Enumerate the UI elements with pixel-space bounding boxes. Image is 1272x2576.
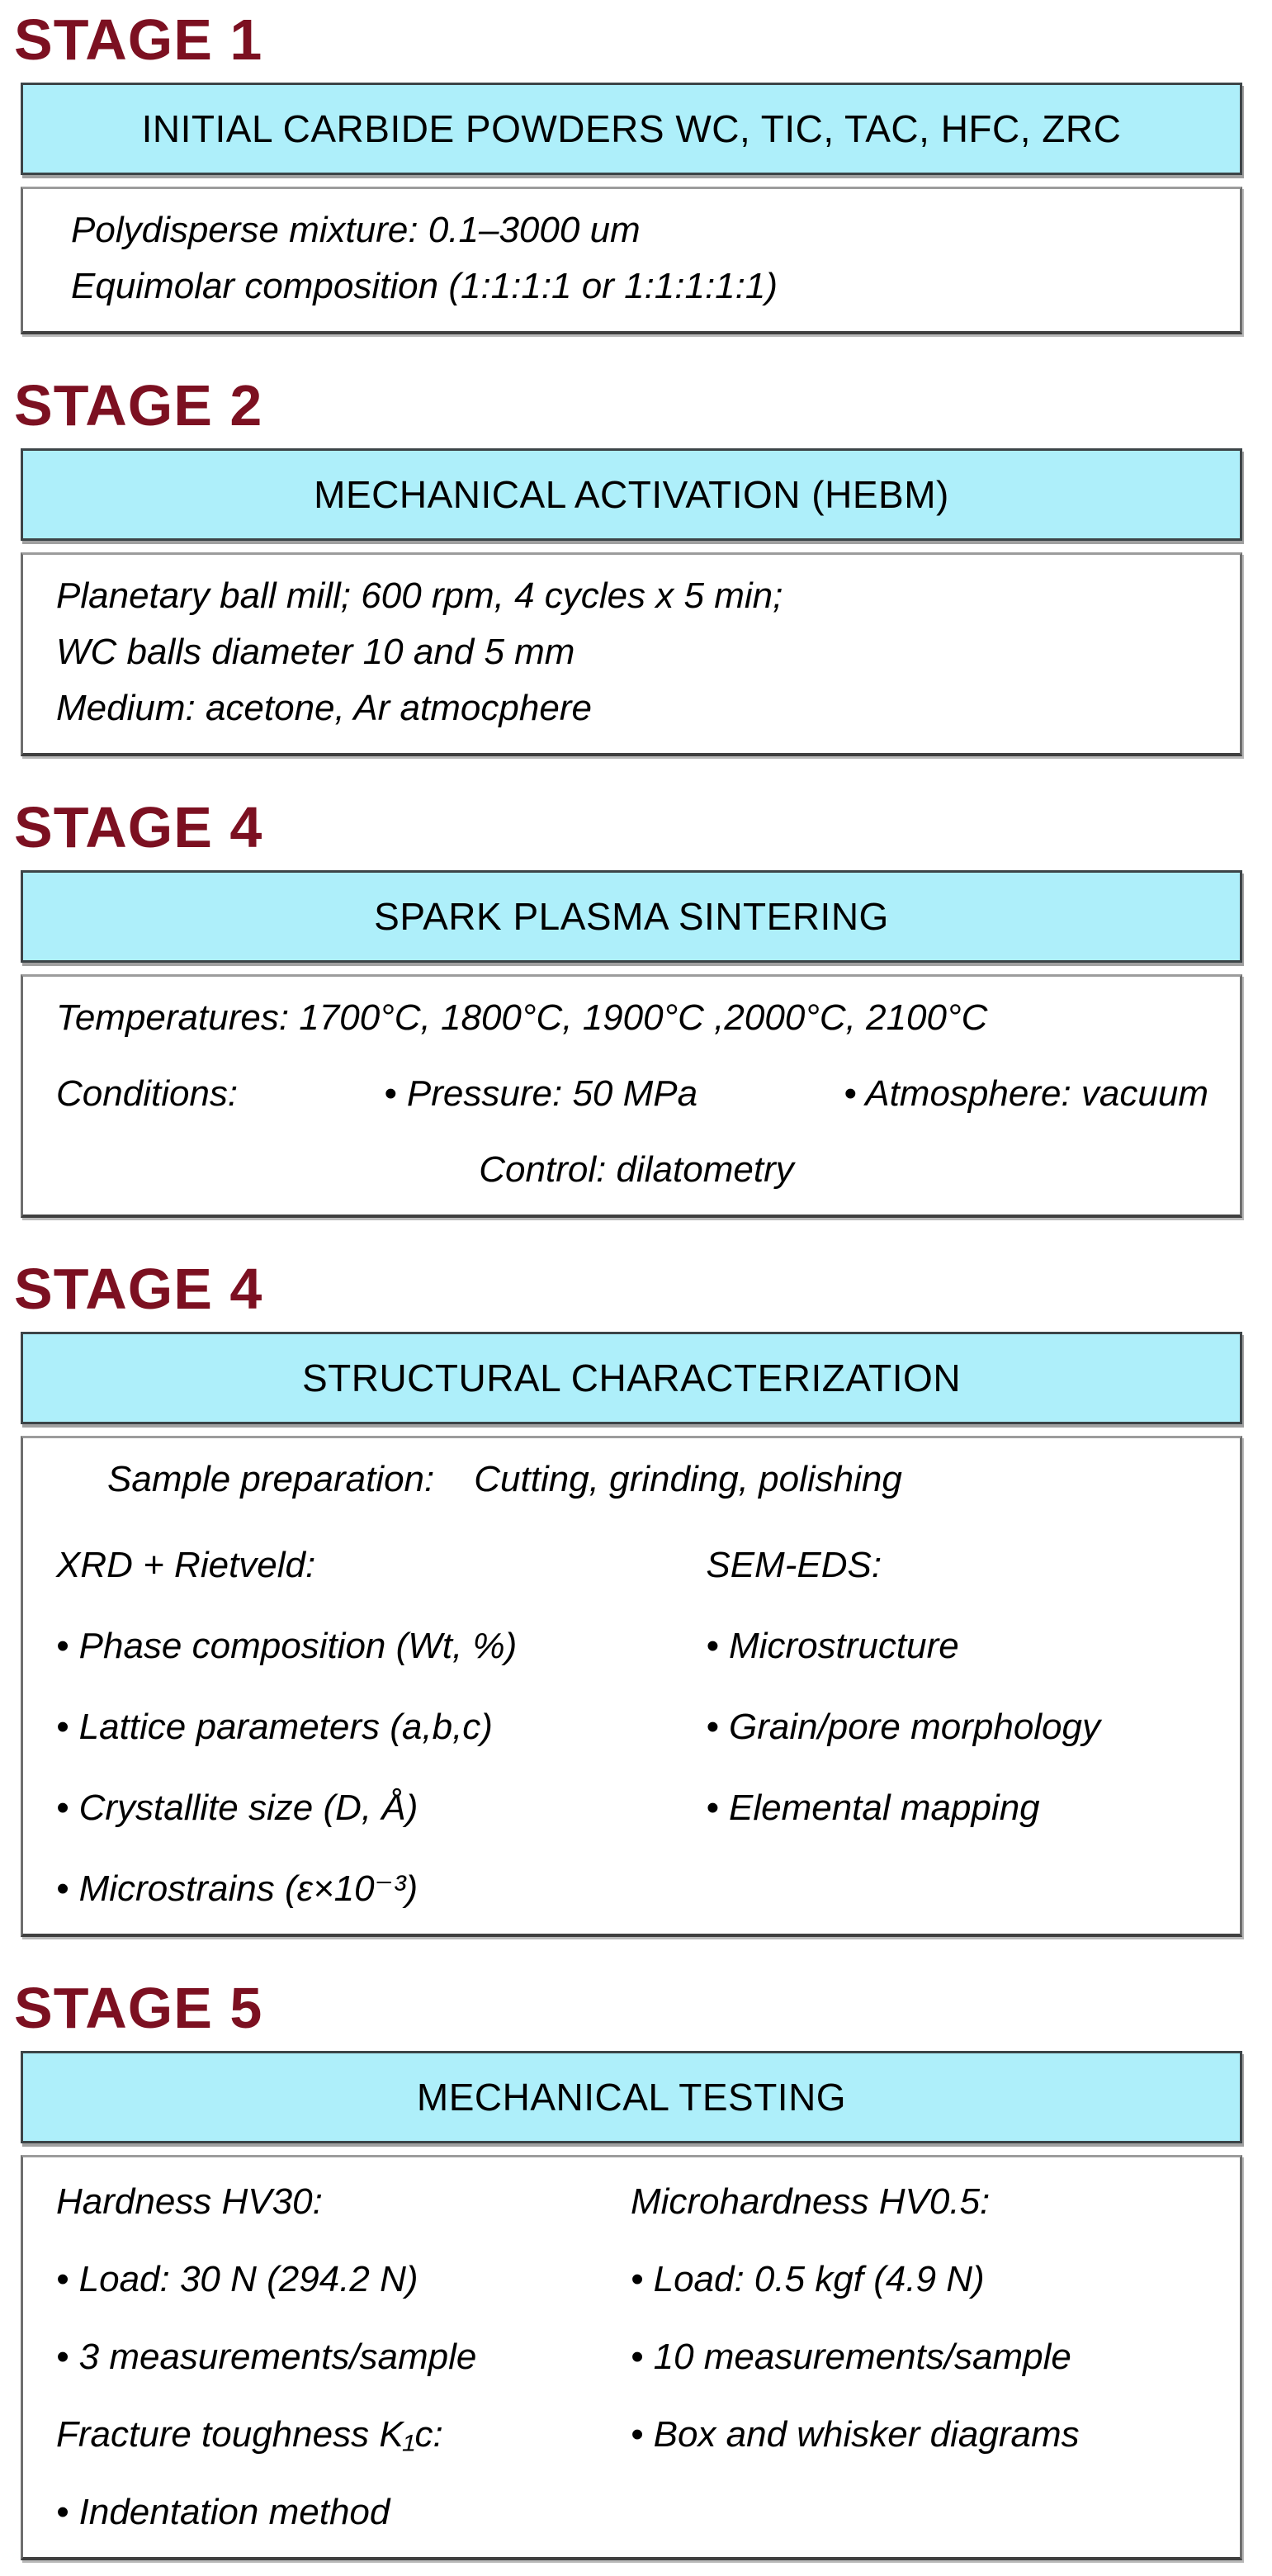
column-item: • Microstrains (ε×10⁻³) xyxy=(56,1868,418,1909)
column-item: • Load: 0.5 kgf (4.9 N) xyxy=(630,2259,985,2299)
column-item: • Crystallite size (D, Å) xyxy=(56,1788,418,1828)
conditions-row: Conditions: • Pressure: 50 MPa • Atmosph… xyxy=(56,1066,1217,1122)
stage-1-header-label: INITIAL CARBIDE POWDERS WC, TIC, TAC, HF… xyxy=(141,107,1122,150)
column-item: • Indentation method xyxy=(56,2492,390,2532)
sem-eds-column-title: SEM-EDS: xyxy=(706,1545,882,1585)
body-line: Polydisperse mixture: 0.1–3000 um xyxy=(71,210,641,250)
column-item: • Load: 30 N (294.2 N) xyxy=(56,2259,418,2299)
stage-1-body-box: Polydisperse mixture: 0.1–3000 um Equimo… xyxy=(21,187,1242,334)
column-item: • Lattice parameters (a,b,c) xyxy=(56,1707,493,1747)
column-item: • Phase composition (Wt, %) xyxy=(56,1626,518,1666)
column-item: Fracture toughness K₁c: xyxy=(56,2414,443,2455)
stage-1-title: STAGE 1 xyxy=(14,7,263,72)
stage-1-header-box: INITIAL CARBIDE POWDERS WC, TIC, TAC, HF… xyxy=(21,83,1242,175)
control-line: Control: dilatometry xyxy=(479,1149,794,1190)
stage-4-body-box: Sample preparation: Cutting, grinding, p… xyxy=(21,1436,1242,1937)
body-line: Equimolar composition (1:1:1:1 or 1:1:1:… xyxy=(71,266,778,306)
conditions-label: Conditions: xyxy=(56,1073,239,1114)
condition-item: • Pressure: 50 MPa xyxy=(384,1073,698,1114)
xrd-column: XRD + Rietveld: • Phase composition (Wt,… xyxy=(56,1519,706,1917)
temperatures-line: Temperatures: 1700°C, 1800°C, 1900°C ,20… xyxy=(56,997,988,1038)
stage-4-section: STAGE 4 STRUCTURAL CHARACTERIZATION Samp… xyxy=(14,1256,1242,1937)
stage-5-section: STAGE 5 MECHANICAL TESTING Hardness HV30… xyxy=(14,1975,1242,2560)
column-item: • Box and whisker diagrams xyxy=(630,2414,1080,2455)
stage-3-header-box: SPARK PLASMA SINTERING xyxy=(21,870,1242,963)
stage-2-body-box: Planetary ball mill; 600 rpm, 4 cycles x… xyxy=(21,552,1242,756)
column-item: • 3 measurements/sample xyxy=(56,2337,477,2377)
column-item: Microhardness HV0.5: xyxy=(630,2181,991,2222)
body-line: WC balls diameter 10 and 5 mm xyxy=(56,632,575,672)
stage-5-header-box: MECHANICAL TESTING xyxy=(21,2051,1242,2143)
structural-columns: XRD + Rietveld: • Phase composition (Wt,… xyxy=(56,1519,1217,1917)
xrd-column-title: XRD + Rietveld: xyxy=(56,1545,316,1585)
stage-2-title: STAGE 2 xyxy=(14,373,263,438)
sem-eds-column: SEM-EDS: • Microstructure • Grain/pore m… xyxy=(706,1519,1217,1917)
stage-5-body-box: Hardness HV30: • Load: 30 N (294.2 N) • … xyxy=(21,2155,1242,2560)
body-line: Planetary ball mill; 600 rpm, 4 cycles x… xyxy=(56,575,783,616)
stage-4-title: STAGE 4 xyxy=(14,1257,263,1321)
column-item: Hardness HV30: xyxy=(56,2181,323,2222)
column-item: • 10 measurements/sample xyxy=(630,2337,1071,2377)
stage-5-header-label: MECHANICAL TESTING xyxy=(416,2076,847,2119)
microhardness-column: Microhardness HV0.5: • Load: 0.5 kgf (4.… xyxy=(631,2171,1217,2540)
stage-2-section: STAGE 2 MECHANICAL ACTIVATION (HEBM) Pla… xyxy=(14,372,1242,756)
body-line: Medium: acetone, Ar atmocphere xyxy=(56,688,592,728)
sample-prep-label: Sample preparation: xyxy=(107,1459,435,1499)
stage-3-section: STAGE 4 SPARK PLASMA SINTERING Temperatu… xyxy=(14,794,1242,1218)
hardness-column: Hardness HV30: • Load: 30 N (294.2 N) • … xyxy=(56,2171,631,2540)
stage-5-title: STAGE 5 xyxy=(14,1976,263,2040)
stage-1-section: STAGE 1 INITIAL CARBIDE POWDERS WC, TIC,… xyxy=(14,7,1242,334)
sample-prep-value: Cutting, grinding, polishing xyxy=(474,1459,902,1499)
stage-3-body-box: Temperatures: 1700°C, 1800°C, 1900°C ,20… xyxy=(21,974,1242,1218)
stage-3-title: STAGE 4 xyxy=(14,795,263,859)
mechanical-columns: Hardness HV30: • Load: 30 N (294.2 N) • … xyxy=(56,2171,1217,2540)
stage-3-header-label: SPARK PLASMA SINTERING xyxy=(374,895,889,938)
stage-4-header-box: STRUCTURAL CHARACTERIZATION xyxy=(21,1332,1242,1424)
column-item: • Elemental mapping xyxy=(706,1788,1040,1828)
stage-2-header-label: MECHANICAL ACTIVATION (HEBM) xyxy=(314,473,949,516)
stage-2-header-box: MECHANICAL ACTIVATION (HEBM) xyxy=(21,448,1242,541)
column-item: • Grain/pore morphology xyxy=(706,1707,1100,1747)
stage-4-header-label: STRUCTURAL CHARACTERIZATION xyxy=(301,1357,962,1399)
condition-item: • Atmosphere: vacuum xyxy=(844,1073,1208,1114)
sample-prep-row: Sample preparation: Cutting, grinding, p… xyxy=(56,1451,1217,1508)
column-item: • Microstructure xyxy=(706,1626,959,1666)
